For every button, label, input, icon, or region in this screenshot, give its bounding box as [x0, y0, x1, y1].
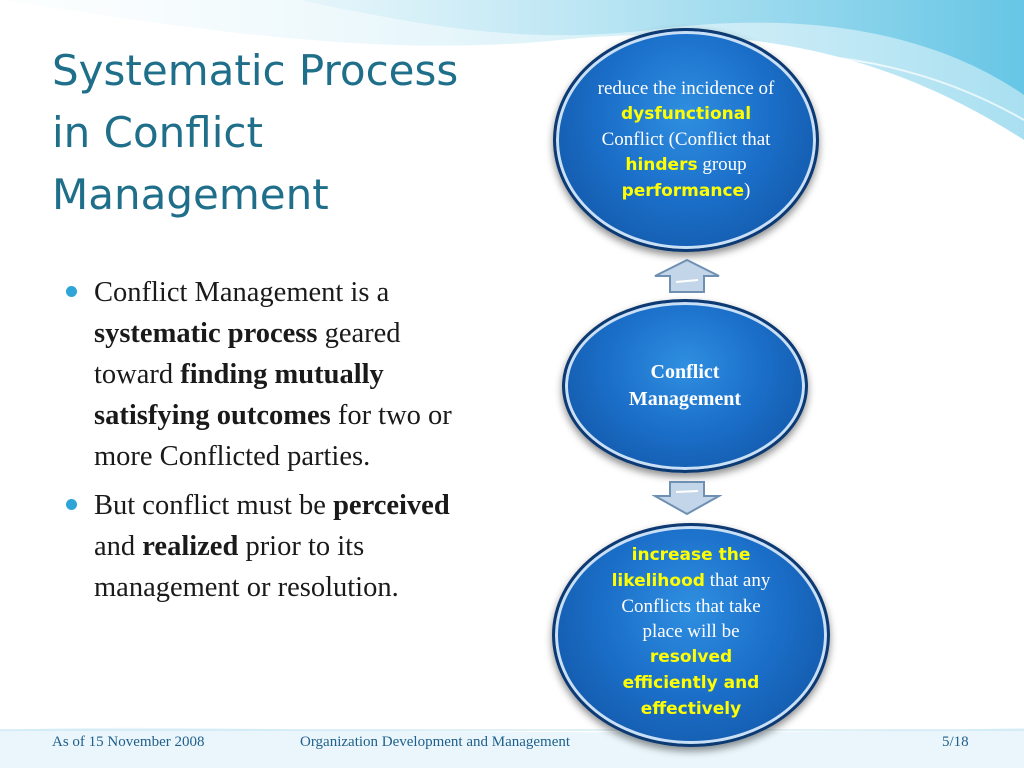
- title-line-3: Management: [52, 170, 329, 219]
- goal-reduce-dysfunctional-node: reduce the incidence of dysfunctional Co…: [553, 28, 819, 252]
- title-line-1: Systematic Process: [52, 46, 459, 95]
- bullet-icon: [66, 286, 77, 297]
- page-title: Systematic Process in Conflict Managemen…: [52, 40, 512, 226]
- bullet-list: Conflict Management is a systematic proc…: [64, 272, 464, 616]
- conflict-management-label: Conflict Management: [628, 361, 742, 410]
- header-wave-back: [0, 0, 1024, 140]
- bullet-item-1: Conflict Management is a systematic proc…: [64, 272, 464, 477]
- bullet-icon: [66, 499, 77, 510]
- bullet-item-2: But conflict must be perceived and reali…: [64, 485, 464, 608]
- footer-page-number: 5/18: [942, 734, 969, 750]
- conflict-management-node: Conflict Management: [562, 299, 808, 473]
- header-wave-front: [300, 0, 1024, 95]
- arrow-up-icon: [654, 258, 720, 293]
- footer-date: As of 15 November 2008: [52, 734, 205, 750]
- title-line-2: in Conflict: [52, 108, 263, 157]
- footer-wave: [0, 727, 1024, 768]
- arrow-down-icon: [652, 481, 722, 516]
- footer-course: Organization Development and Management: [300, 734, 571, 750]
- goal-increase-resolution-node: increase the likelihood that any Conflic…: [552, 523, 830, 747]
